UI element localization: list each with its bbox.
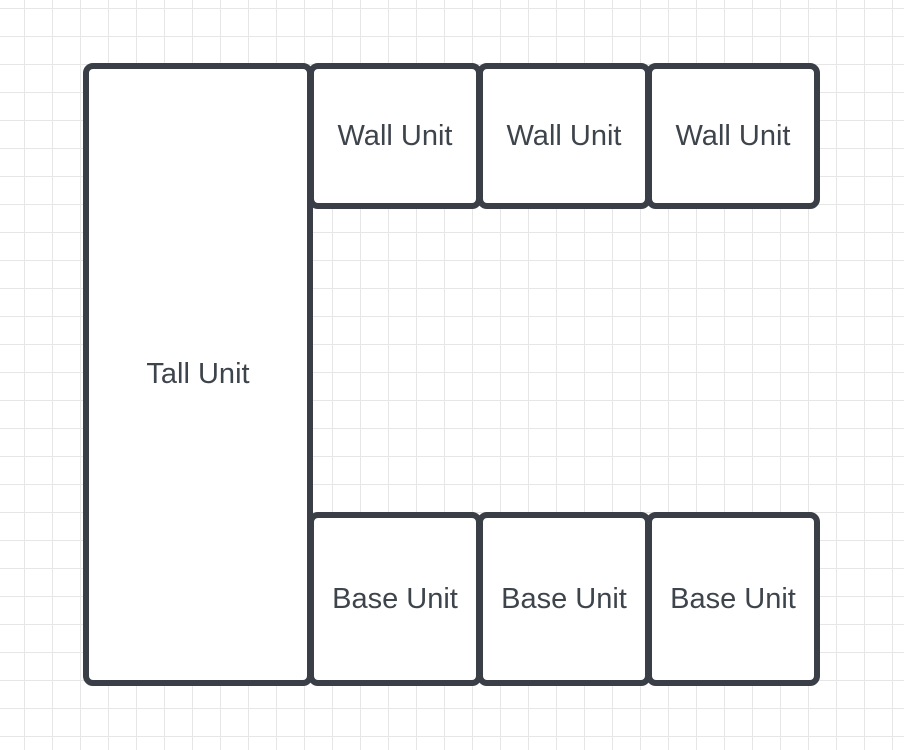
wall-unit-shape-2[interactable]: Wall Unit [477,63,651,209]
base-unit-label-2: Base Unit [501,582,627,615]
base-unit-label-3: Base Unit [670,582,796,615]
tall-unit-shape[interactable]: Tall Unit [83,63,313,686]
wall-unit-shape-3[interactable]: Wall Unit [646,63,820,209]
base-unit-shape-1[interactable]: Base Unit [308,512,482,686]
wall-unit-label-2: Wall Unit [506,119,622,152]
base-unit-shape-3[interactable]: Base Unit [646,512,820,686]
base-unit-shape-2[interactable]: Base Unit [477,512,651,686]
wall-unit-label-3: Wall Unit [675,119,791,152]
base-unit-label-1: Base Unit [332,582,458,615]
wall-unit-label-1: Wall Unit [337,119,453,152]
wall-unit-shape-1[interactable]: Wall Unit [308,63,482,209]
tall-unit-label: Tall Unit [146,358,250,390]
